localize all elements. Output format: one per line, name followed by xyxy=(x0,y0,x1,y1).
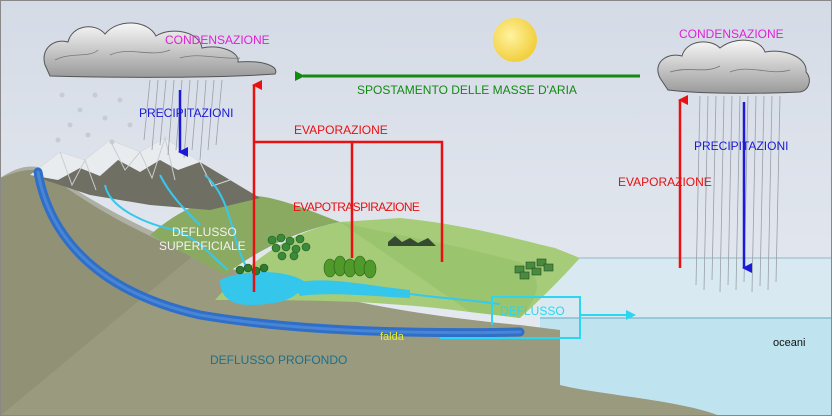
label-precipitation-right: PRECIPITAZIONI xyxy=(694,139,789,153)
label-surface-runoff-line1: DEFLUSSO xyxy=(172,225,237,239)
label-runoff: DEFLUSSO xyxy=(500,304,565,318)
snow-icon xyxy=(55,92,133,145)
label-evaporation-land: EVAPORAZIONE xyxy=(294,123,388,137)
rain-icon xyxy=(143,79,223,161)
tree-icon xyxy=(235,233,554,280)
sun-icon xyxy=(493,18,537,62)
mountain-icon xyxy=(30,136,260,210)
hill xyxy=(150,195,340,275)
label-evaporation-ocean: EVAPORAZIONE xyxy=(618,175,712,189)
rain-icon xyxy=(695,95,781,293)
label-evapotranspiration: EVAPOTRASPIRAZIONE xyxy=(293,200,420,214)
runoff-box xyxy=(440,296,581,339)
label-condensation-right: CONDENSAZIONE xyxy=(679,27,784,41)
label-deep-runoff: DEFLUSSO PROFONDO xyxy=(210,353,348,367)
cloud-icon xyxy=(43,22,277,78)
label-surface-runoff-line2: SUPERFICIALE xyxy=(159,239,246,253)
label-air-mass-movement: SPOSTAMENTO DELLE MASSE D'ARIA xyxy=(357,83,577,97)
label-condensation-left: CONDENSAZIONE xyxy=(165,33,270,47)
cloud-icon xyxy=(657,39,810,94)
label-oceans: oceani xyxy=(773,337,806,349)
label-groundwater: falda xyxy=(380,331,404,343)
label-precipitation-left: PRECIPITAZIONI xyxy=(139,106,234,120)
lake-icon xyxy=(220,271,305,305)
ground xyxy=(0,170,720,416)
